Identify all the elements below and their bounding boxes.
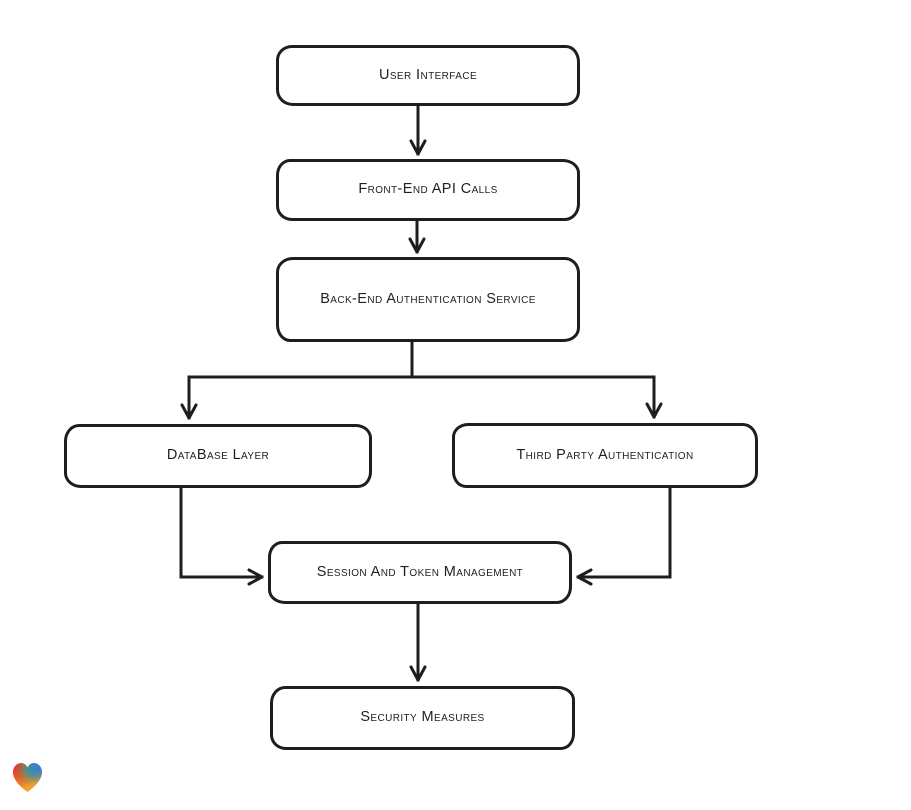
edge-database-to-session (179, 486, 264, 586)
node-third-party-authentication-label: Third Party Authentication (516, 446, 694, 463)
node-user-interface-label: User Interface (378, 66, 478, 83)
node-database-layer: DataBase Layer (64, 424, 372, 488)
node-back-end-authentication-service: Back-End Authentication Service (276, 257, 580, 342)
node-third-party-authentication: Third Party Authentication (452, 423, 758, 488)
node-front-end-api-calls-label: Front-End API Calls (358, 181, 498, 198)
node-session-and-token-management: Session And Token Management (268, 541, 572, 604)
edge-back-end-branch-trunk (187, 340, 656, 379)
node-user-interface: User Interface (276, 45, 580, 106)
node-back-end-authentication-service-label: Back-End Authentication Service (320, 290, 536, 307)
edge-third-party-to-session (576, 486, 672, 586)
node-front-end-api-calls: Front-End API Calls (276, 159, 580, 221)
node-security-measures-label: Security Measures (360, 709, 485, 726)
node-security-measures: Security Measures (270, 686, 575, 750)
node-session-and-token-management-label: Session And Token Management (316, 563, 524, 580)
node-database-layer-label: DataBase Layer (166, 447, 270, 464)
eraser-heart-logo-icon (9, 759, 46, 795)
